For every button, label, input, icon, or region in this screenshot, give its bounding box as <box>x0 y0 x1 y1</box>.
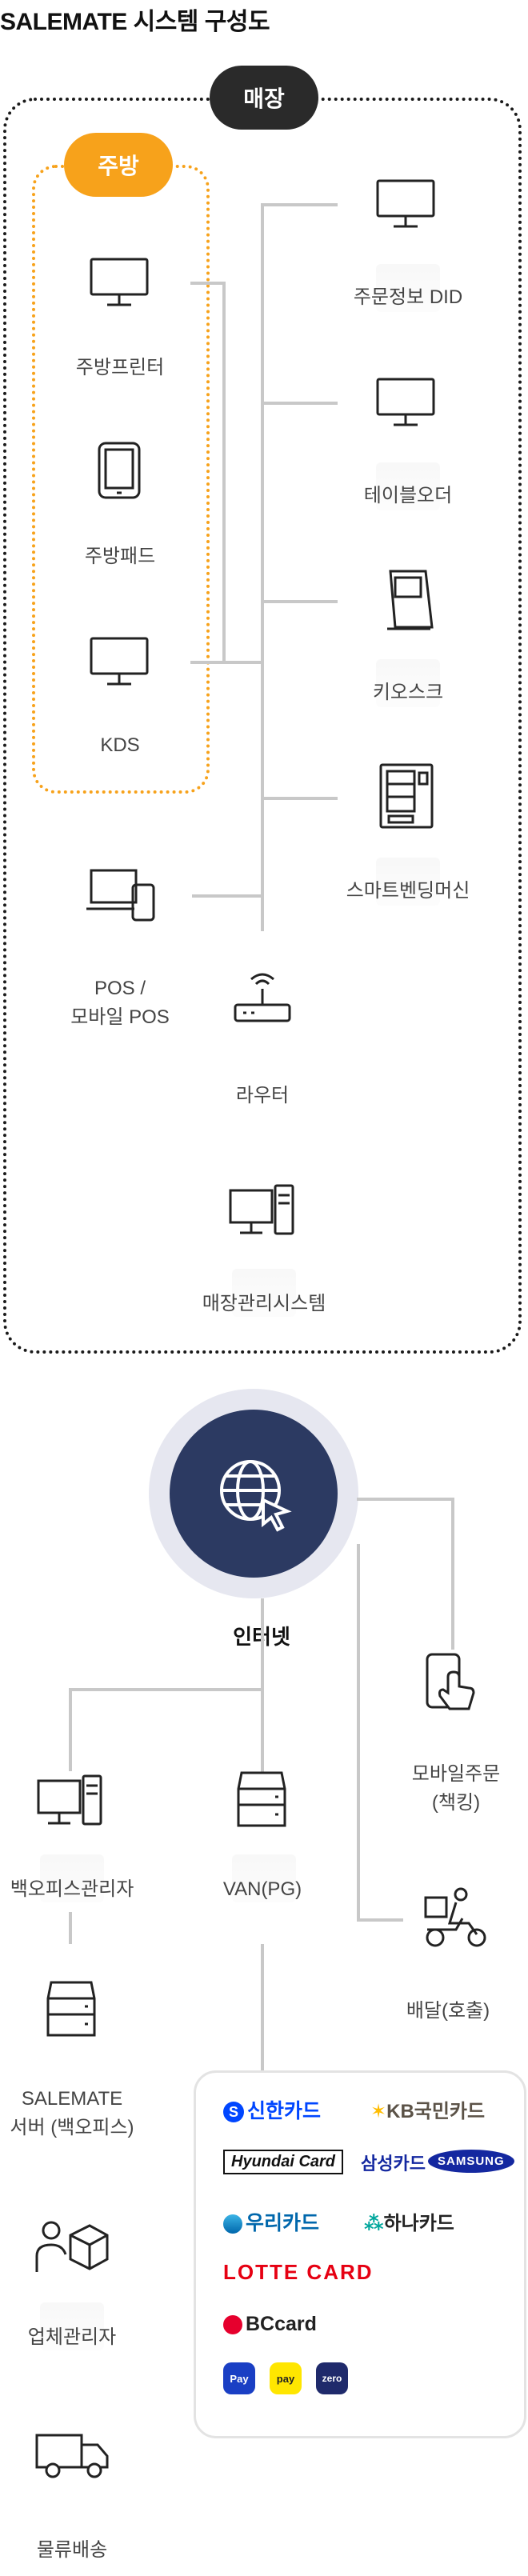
kitchen-pill: 주방 <box>64 133 173 197</box>
pay-badge-2: pay <box>270 2362 302 2394</box>
vendor-manager-icon <box>34 2219 109 2278</box>
kiosk-label: 키오스크 <box>372 682 444 703</box>
kds-monitor-icon <box>90 637 149 686</box>
connector-line <box>69 1688 72 1771</box>
order-did-label: 주문정보 DID <box>353 286 463 308</box>
backoffice-manager-label: 백오피스관리자 <box>10 1878 134 1900</box>
connector-line <box>190 661 264 664</box>
kitchen-pad-label: 주방패드 <box>84 546 156 567</box>
samsung-card-logo: 삼성카드 <box>361 2154 426 2174</box>
table-order-icon <box>376 378 435 427</box>
router-icon <box>232 973 293 1026</box>
kitchen-printer-label: 주방프린터 <box>75 357 165 378</box>
mobile-order-label-line2: (책킹) <box>431 1792 481 1814</box>
label-shade <box>376 462 440 510</box>
pos-laptop-icon <box>85 867 155 923</box>
connector-line <box>261 1598 264 1773</box>
pos-label-line1: POS / <box>94 978 146 999</box>
tablet-icon <box>98 442 141 499</box>
did-monitor-icon <box>376 179 435 229</box>
management-system-label: 매장관리시스템 <box>202 1293 326 1314</box>
connector-line <box>222 282 226 662</box>
woori-card-logo: 우리카드 <box>223 2207 319 2236</box>
router-label: 라우터 <box>235 1085 290 1106</box>
kb-star-icon: ✶ <box>370 2101 387 2122</box>
connector-line <box>69 1912 72 1944</box>
van-pg-label: VAN(PG) <box>222 1878 302 1900</box>
kiosk-icon <box>382 570 434 630</box>
samsung-logo: SAMSUNG <box>428 2150 514 2173</box>
vendor-manager-label: 업체관리자 <box>27 2326 117 2348</box>
backoffice-computer-icon <box>35 1773 104 1829</box>
label-shade <box>376 659 440 707</box>
bc-circle-icon <box>223 2315 242 2335</box>
connector-line <box>69 1688 264 1691</box>
store-pill: 매장 <box>210 66 318 130</box>
connector-line <box>261 203 264 931</box>
label-shade <box>376 264 440 312</box>
connector-line <box>261 600 338 603</box>
kitchen-printer-icon <box>90 258 149 307</box>
salemate-server-icon <box>45 1979 98 2040</box>
connector-line <box>357 1918 403 1922</box>
label-shade <box>40 2302 104 2350</box>
connector-line <box>451 1498 454 1650</box>
connector-line <box>261 203 338 206</box>
connector-line <box>261 402 338 405</box>
van-server-icon <box>235 1770 288 1830</box>
globe-icon <box>220 1460 292 1532</box>
bc-card-logo: BCcard <box>223 2313 317 2336</box>
label-shade <box>232 1854 296 1902</box>
connector-line <box>190 282 224 285</box>
hana-card-logo: ⁂하나카드 <box>364 2213 454 2234</box>
kb-card-logo: ✶KB국민카드 <box>370 2101 486 2122</box>
label-shade <box>40 1854 104 1902</box>
delivery-scooter-icon <box>421 1886 488 1950</box>
delivery-label: 배달(호출) <box>406 2000 490 2022</box>
mobile-touch-icon <box>424 1653 482 1717</box>
hyundai-card-logo: Hyundai Card <box>223 2150 344 2174</box>
woori-circle-icon <box>223 2214 242 2234</box>
hana-leaf-icon: ⁂ <box>364 2213 384 2234</box>
mobile-order-label-line1: 모바일주문 <box>411 1763 501 1785</box>
logistics-label: 물류배송 <box>36 2539 108 2561</box>
pos-label-line2: 모바일 POS <box>70 1006 170 1028</box>
connector-line <box>261 1944 264 2070</box>
internet-globe <box>170 1410 338 1578</box>
connector-line <box>192 894 262 898</box>
vending-machine-icon <box>379 763 434 829</box>
label-shade <box>376 858 440 906</box>
connector-line <box>357 1498 454 1501</box>
lotte-card-logo: LOTTE CARD <box>223 2260 374 2284</box>
salemate-server-label-line1: SALEMATE <box>21 2088 123 2110</box>
salemate-server-label-line2: 서버 (백오피스) <box>10 2117 134 2138</box>
page-title: SALEMATE 시스템 구성도 <box>0 9 270 35</box>
pay-badge-3: zero <box>316 2362 348 2394</box>
table-order-label: 테이블오더 <box>363 485 453 506</box>
vending-machine-label: 스마트벤딩머신 <box>346 880 470 902</box>
kds-label: KDS <box>100 734 140 756</box>
connector-line <box>261 797 338 800</box>
delivery-truck-icon <box>34 2432 110 2480</box>
label-shade <box>232 1269 296 1317</box>
shinhan-s-icon: S <box>223 2102 244 2123</box>
connector-line <box>357 1544 360 1922</box>
pay-badge-1: Pay <box>223 2362 255 2394</box>
management-system-icon <box>227 1182 296 1238</box>
